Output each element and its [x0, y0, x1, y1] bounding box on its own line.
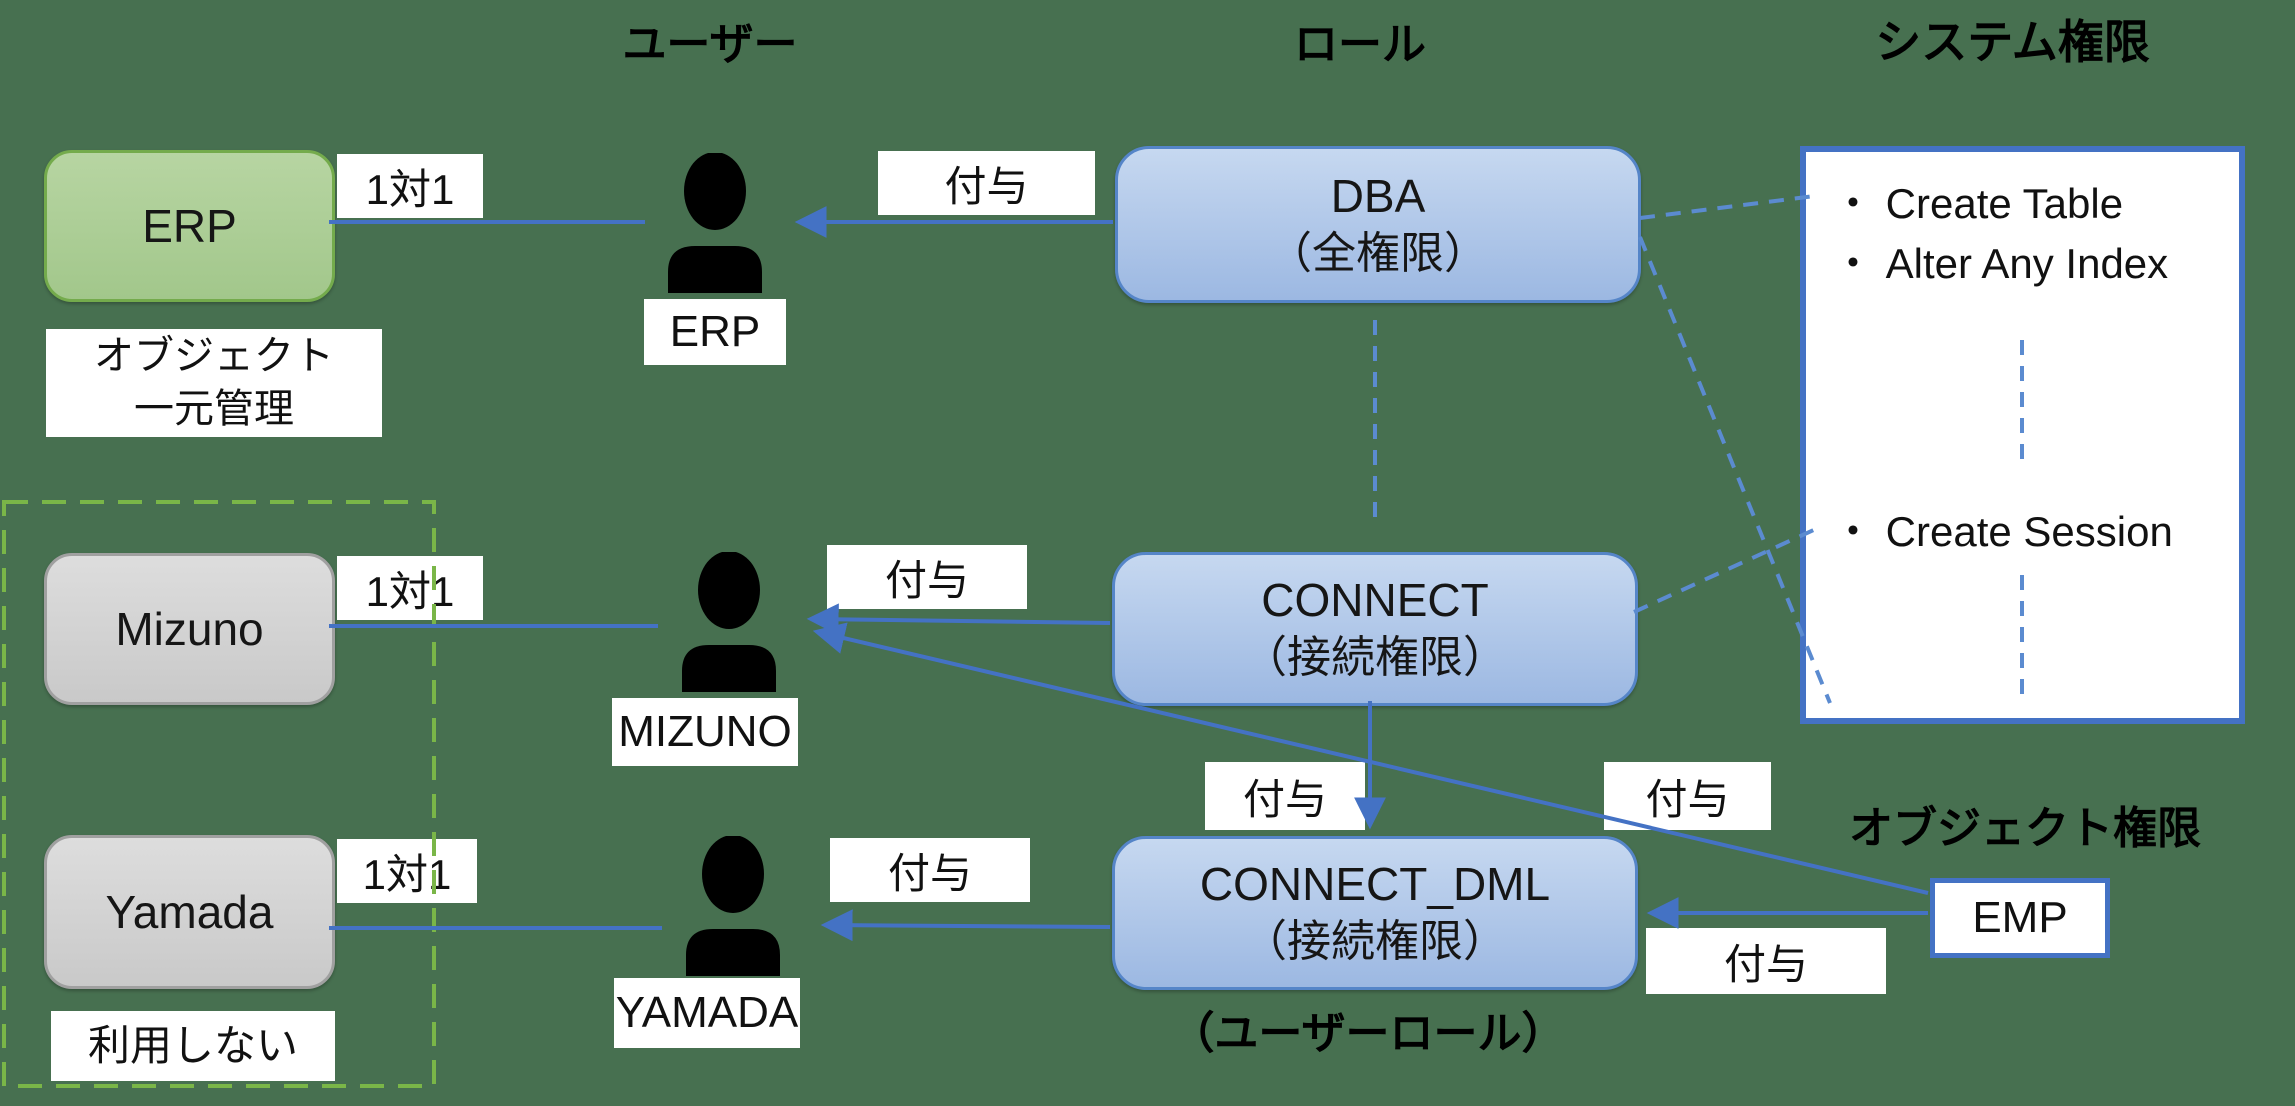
- privilege-item-create-session: ・ Create Session: [1832, 508, 2173, 555]
- role-connect-dml-name: CONNECT_DML: [1199, 858, 1551, 911]
- role-dba-name: DBA: [1330, 169, 1426, 222]
- schema-box-erp: ERP: [44, 150, 335, 302]
- schema-box-mizuno: Mizuno: [44, 553, 335, 705]
- user-icon-mizuno: [682, 552, 776, 692]
- one-to-one-label-erp: 1対1: [337, 154, 483, 218]
- grant-label-emp-to-mizuno: 付与: [1604, 762, 1771, 830]
- user-label-yamada: YAMADA: [614, 978, 800, 1048]
- object-privilege-emp-label: EMP: [1972, 893, 2068, 942]
- schema-box-yamada-label: Yamada: [105, 886, 274, 938]
- unused-note-box: 利用しない: [51, 1011, 335, 1081]
- role-connect-subtitle: （接続権限）: [1243, 633, 1507, 683]
- roles-column-header: ロール: [1294, 20, 1426, 69]
- grant-label-dml-to-yamada: 付与: [830, 838, 1030, 902]
- schema-box-yamada: Yamada: [44, 835, 335, 989]
- erp-note-line2: 一元管理: [134, 387, 294, 431]
- privilege-item-create-table: ・ Create Table: [1832, 180, 2124, 227]
- erp-note-box: オブジェクト 一元管理: [46, 329, 382, 437]
- object-privileges-header: オブジェクト権限: [1849, 804, 2201, 853]
- one-to-one-label-yamada: 1対1: [337, 839, 477, 903]
- user-icon-erp: [668, 153, 762, 293]
- user-role-note: （ユーザーロール）: [1170, 1009, 1566, 1058]
- role-connect-name: CONNECT: [1261, 574, 1489, 627]
- user-label-erp: ERP: [644, 299, 786, 365]
- schema-box-mizuno-label: Mizuno: [115, 603, 264, 655]
- one-to-one-label-mizuno: 1対1: [337, 556, 483, 620]
- grant-label-connect-to-mizuno: 付与: [827, 545, 1027, 609]
- role-connect-dml-subtitle: （接続権限）: [1243, 917, 1507, 967]
- user-icon-yamada: [686, 836, 780, 976]
- object-privilege-emp-box: EMP: [1930, 878, 2110, 958]
- role-box-connect-dml: CONNECT_DML （接続権限）: [1112, 836, 1638, 990]
- privilege-item-alter-any-index: ・ Alter Any Index: [1832, 240, 2169, 287]
- dashed-edge-connect-to-create-session: [1633, 526, 1819, 614]
- user-label-mizuno: MIZUNO: [612, 698, 798, 766]
- grant-label-connect-to-dml: 付与: [1205, 762, 1365, 830]
- dashed-edge-dba-to-create-table: [1639, 194, 1816, 220]
- unused-note-label: 利用しない: [87, 1022, 298, 1070]
- system-privileges-header: システム権限: [1875, 16, 2150, 68]
- schema-box-erp-label: ERP: [142, 200, 237, 252]
- role-box-connect: CONNECT （接続権限）: [1112, 552, 1638, 706]
- grant-label-dba-to-erp: 付与: [878, 151, 1095, 215]
- edge-connect-to-mizuno-user: [806, 603, 1111, 636]
- role-dba-subtitle: （全権限）: [1268, 228, 1488, 278]
- role-box-dba: DBA （全権限）: [1115, 146, 1641, 303]
- edge-connect-dml-to-yamada-user: [820, 909, 1111, 942]
- grant-label-emp-to-dml: 付与: [1646, 928, 1886, 994]
- erp-note-line1: オブジェクト: [94, 334, 334, 379]
- users-column-header: ユーザー: [622, 20, 798, 69]
